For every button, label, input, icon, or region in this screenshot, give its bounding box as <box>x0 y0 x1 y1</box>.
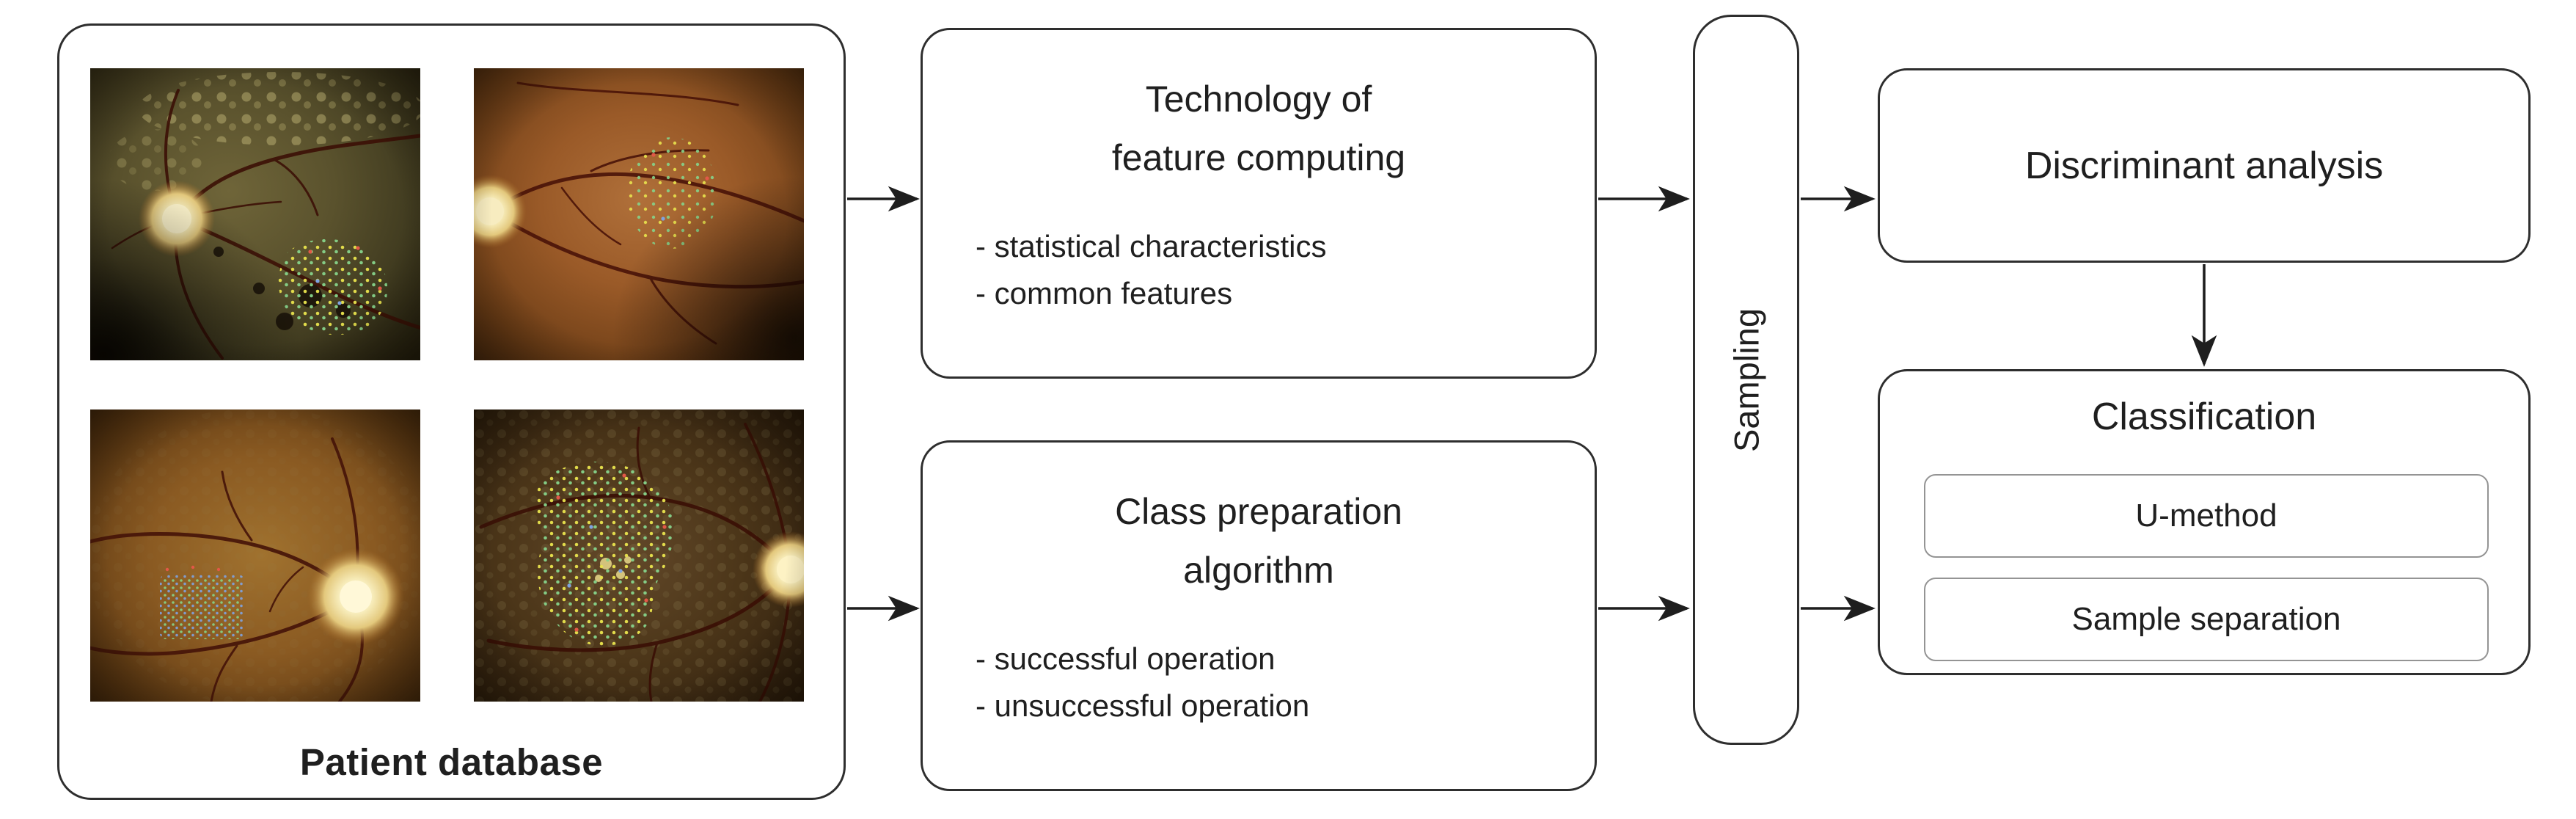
fundus-image-3-art <box>90 410 420 702</box>
bullet-item: - statistical characteristics <box>976 229 1327 263</box>
patient-database-label: Patient database <box>299 741 604 783</box>
u-method-label: U-method <box>2135 498 2277 534</box>
fundus-image-4 <box>474 410 804 702</box>
fundus-image-1 <box>90 68 420 360</box>
sampling-label: Sampling <box>1727 307 1765 452</box>
sample-separation-label: Sample separation <box>2071 601 2341 637</box>
feature-computing-title: Technology of feature computing <box>923 70 1595 187</box>
fundus-image-2 <box>474 68 804 360</box>
fundus-image-1-art <box>90 68 420 360</box>
bullet-item: - common features <box>976 276 1233 310</box>
class-preparation-title: Class preparation algorithm <box>923 482 1595 600</box>
class-bullet-list: - successful operation - unsuccessful op… <box>976 636 1573 729</box>
feature-computing-box: Technology of feature computing - statis… <box>921 28 1597 379</box>
bullet-item: - successful operation <box>976 641 1276 676</box>
fundus-image-4-art <box>474 410 804 702</box>
feature-bullet-list: - statistical characteristics - common f… <box>976 223 1573 317</box>
fundus-image-3 <box>90 410 420 702</box>
classification-box: Classification U-method Sample separatio… <box>1878 369 2531 675</box>
sample-separation-box: Sample separation <box>1924 578 2489 661</box>
class-preparation-title-line1: Class preparation <box>1115 491 1402 532</box>
class-preparation-box: Class preparation algorithm - successful… <box>921 440 1597 791</box>
feature-computing-title-line1: Technology of <box>1145 79 1372 120</box>
discriminant-analysis-label: Discriminant analysis <box>2024 144 2384 187</box>
patient-database-box: Patient database <box>57 23 846 800</box>
u-method-box: U-method <box>1924 474 2489 558</box>
feature-computing-title-line2: feature computing <box>1111 137 1406 178</box>
discriminant-analysis-box: Discriminant analysis <box>1878 68 2531 263</box>
class-preparation-title-line2: algorithm <box>1183 550 1334 591</box>
bullet-item: - unsuccessful operation <box>976 688 1310 723</box>
classification-title: Classification <box>2091 396 2317 438</box>
fundus-image-2-art <box>474 68 804 360</box>
sampling-box: Sampling <box>1693 15 1799 745</box>
